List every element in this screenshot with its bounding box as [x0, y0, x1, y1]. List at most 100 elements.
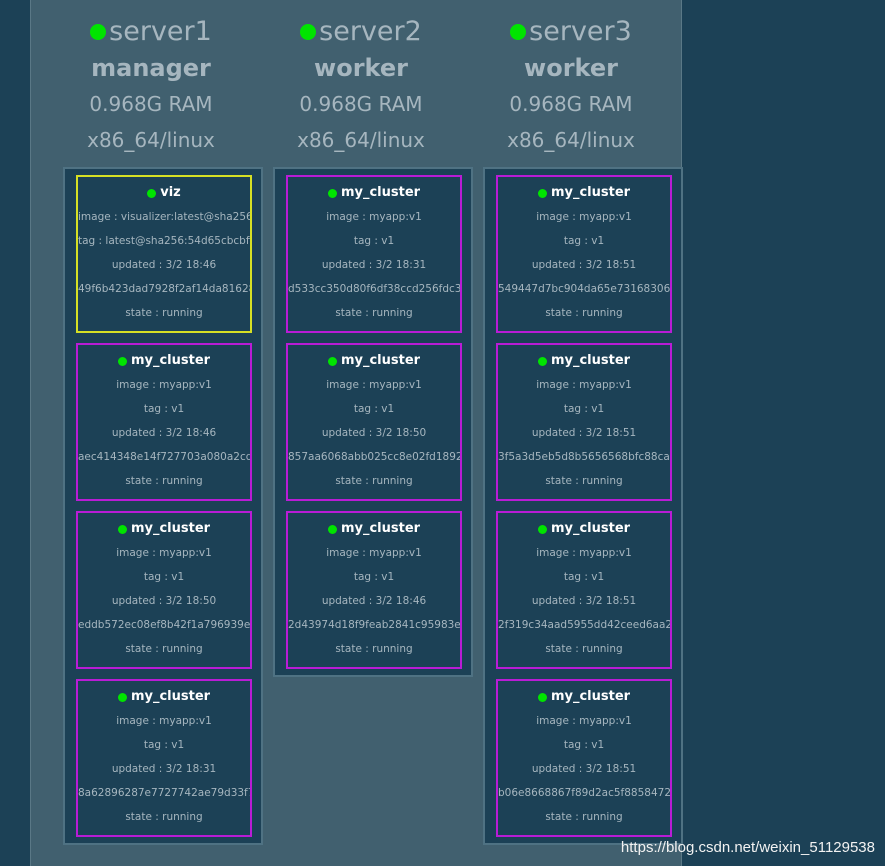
status-dot-icon — [300, 24, 317, 40]
task-name: my_cluster — [550, 689, 631, 704]
task-image: image : visualizer:latest@sha256:54d — [78, 211, 252, 223]
task-card[interactable]: my_cluster image : myapp:v1 tag : v1 upd… — [76, 511, 252, 669]
task-id: 3f5a3d5eb5d8b5656568bfc88ca6e35 — [498, 451, 670, 463]
task-id: d533cc350d80f6df38ccd256fdc34e72 — [288, 283, 462, 295]
task-tag: tag : v1 — [353, 571, 395, 583]
task-image: image : myapp:v1 — [116, 379, 212, 391]
task-state: state : running — [125, 643, 203, 655]
task-state: state : running — [125, 475, 203, 487]
task-image: image : myapp:v1 — [536, 547, 632, 559]
task-card[interactable]: my_cluster image : myapp:v1 tag : v1 upd… — [496, 175, 672, 333]
task-title: my_cluster — [78, 521, 250, 537]
node-name-label: server3 — [529, 16, 632, 47]
task-card[interactable]: my_cluster image : myapp:v1 tag : v1 upd… — [76, 343, 252, 501]
task-id: 549447d7bc904da65e73168306cf11 — [498, 283, 671, 295]
task-image: image : myapp:v1 — [326, 211, 422, 223]
task-title: my_cluster — [498, 521, 670, 537]
task-state: state : running — [545, 643, 623, 655]
task-title: viz — [78, 185, 250, 201]
task-list: my_cluster image : myapp:v1 tag : v1 upd… — [273, 167, 473, 677]
task-id: 8a62896287e7727742ae79d33f70a7 — [78, 787, 250, 799]
watermark: https://blog.csdn.net/weixin_51129538 — [620, 839, 875, 856]
status-dot-icon — [537, 692, 547, 702]
task-updated: updated : 3/2 18:50 — [111, 595, 217, 607]
task-updated: updated : 3/2 18:51 — [531, 427, 637, 439]
task-image: image : myapp:v1 — [536, 211, 632, 223]
task-tag: tag : v1 — [143, 739, 185, 751]
task-title: my_cluster — [498, 185, 670, 201]
task-title: my_cluster — [288, 353, 460, 369]
task-updated: updated : 3/2 18:31 — [321, 259, 427, 271]
node-role: worker — [314, 54, 408, 82]
task-state: state : running — [335, 643, 413, 655]
task-tag: tag : v1 — [353, 235, 395, 247]
status-dot-icon — [90, 24, 107, 40]
task-id: 49f6b423dad7928f2af14da81628a13 — [78, 283, 250, 295]
status-dot-icon — [327, 524, 337, 534]
node-name: server2 — [256, 14, 466, 50]
task-name: my_cluster — [130, 353, 211, 368]
task-card[interactable]: my_cluster image : myapp:v1 tag : v1 upd… — [286, 175, 462, 333]
task-updated: updated : 3/2 18:51 — [531, 259, 637, 271]
task-card[interactable]: my_cluster image : myapp:v1 tag : v1 upd… — [496, 511, 672, 669]
task-image: image : myapp:v1 — [116, 547, 212, 559]
node-name: server3 — [466, 14, 676, 50]
node-ram: 0.968G RAM — [89, 92, 213, 116]
task-name: my_cluster — [550, 185, 631, 200]
task-updated: updated : 3/2 18:46 — [111, 427, 217, 439]
task-title: my_cluster — [498, 689, 670, 705]
node-role: worker — [524, 54, 618, 82]
task-id: 2f319c34aad5955dd42ceed6aa2a19 — [498, 619, 672, 631]
node-header: server1 manager 0.968G RAM x86_64/linux — [46, 0, 256, 158]
task-state: state : running — [125, 307, 203, 319]
task-image: image : myapp:v1 — [536, 379, 632, 391]
task-title: my_cluster — [498, 353, 670, 369]
task-name: my_cluster — [340, 521, 421, 536]
task-title: my_cluster — [78, 689, 250, 705]
task-name: my_cluster — [130, 689, 211, 704]
task-card[interactable]: my_cluster image : myapp:v1 tag : v1 upd… — [76, 679, 252, 837]
node-ram: 0.968G RAM — [299, 92, 423, 116]
status-dot-icon — [510, 24, 527, 40]
task-image: image : myapp:v1 — [116, 715, 212, 727]
node-header: server2 worker 0.968G RAM x86_64/linux — [256, 0, 466, 158]
task-tag: tag : latest@sha256:54d65cbcbff52e — [78, 235, 250, 247]
task-state: state : running — [335, 475, 413, 487]
node-column-server2: server2 worker 0.968G RAM x86_64/linux m… — [256, 0, 473, 677]
task-updated: updated : 3/2 18:51 — [531, 595, 637, 607]
visualizer-panel: server1 manager 0.968G RAM x86_64/linux … — [30, 0, 683, 866]
task-tag: tag : v1 — [563, 571, 605, 583]
task-tag: tag : v1 — [563, 235, 605, 247]
task-updated: updated : 3/2 18:31 — [111, 763, 217, 775]
node-platform: x86_64/linux — [297, 128, 425, 152]
task-list: my_cluster image : myapp:v1 tag : v1 upd… — [483, 167, 683, 845]
task-card[interactable]: viz image : visualizer:latest@sha256:54d… — [76, 175, 252, 333]
status-dot-icon — [327, 356, 337, 366]
task-updated: updated : 3/2 18:46 — [321, 595, 427, 607]
task-image: image : myapp:v1 — [326, 547, 422, 559]
node-name: server1 — [46, 14, 256, 50]
node-role: manager — [91, 54, 211, 82]
task-card[interactable]: my_cluster image : myapp:v1 tag : v1 upd… — [286, 511, 462, 669]
task-name: my_cluster — [550, 353, 631, 368]
task-state: state : running — [545, 475, 623, 487]
task-tag: tag : v1 — [563, 739, 605, 751]
status-dot-icon — [537, 356, 547, 366]
task-title: my_cluster — [78, 353, 250, 369]
task-name: my_cluster — [340, 185, 421, 200]
task-updated: updated : 3/2 18:51 — [531, 763, 637, 775]
task-card[interactable]: my_cluster image : myapp:v1 tag : v1 upd… — [496, 343, 672, 501]
status-dot-icon — [327, 188, 337, 198]
task-image: image : myapp:v1 — [326, 379, 422, 391]
status-dot-icon — [147, 188, 157, 198]
task-name: my_cluster — [340, 353, 421, 368]
task-state: state : running — [335, 307, 413, 319]
task-name: my_cluster — [550, 521, 631, 536]
task-card[interactable]: my_cluster image : myapp:v1 tag : v1 upd… — [286, 343, 462, 501]
task-id: aec414348e14f727703a080a2cdcdc0 — [78, 451, 252, 463]
task-image: image : myapp:v1 — [536, 715, 632, 727]
task-tag: tag : v1 — [563, 403, 605, 415]
node-column-server1: server1 manager 0.968G RAM x86_64/linux … — [46, 0, 263, 845]
task-list: viz image : visualizer:latest@sha256:54d… — [63, 167, 263, 845]
task-card[interactable]: my_cluster image : myapp:v1 tag : v1 upd… — [496, 679, 672, 837]
